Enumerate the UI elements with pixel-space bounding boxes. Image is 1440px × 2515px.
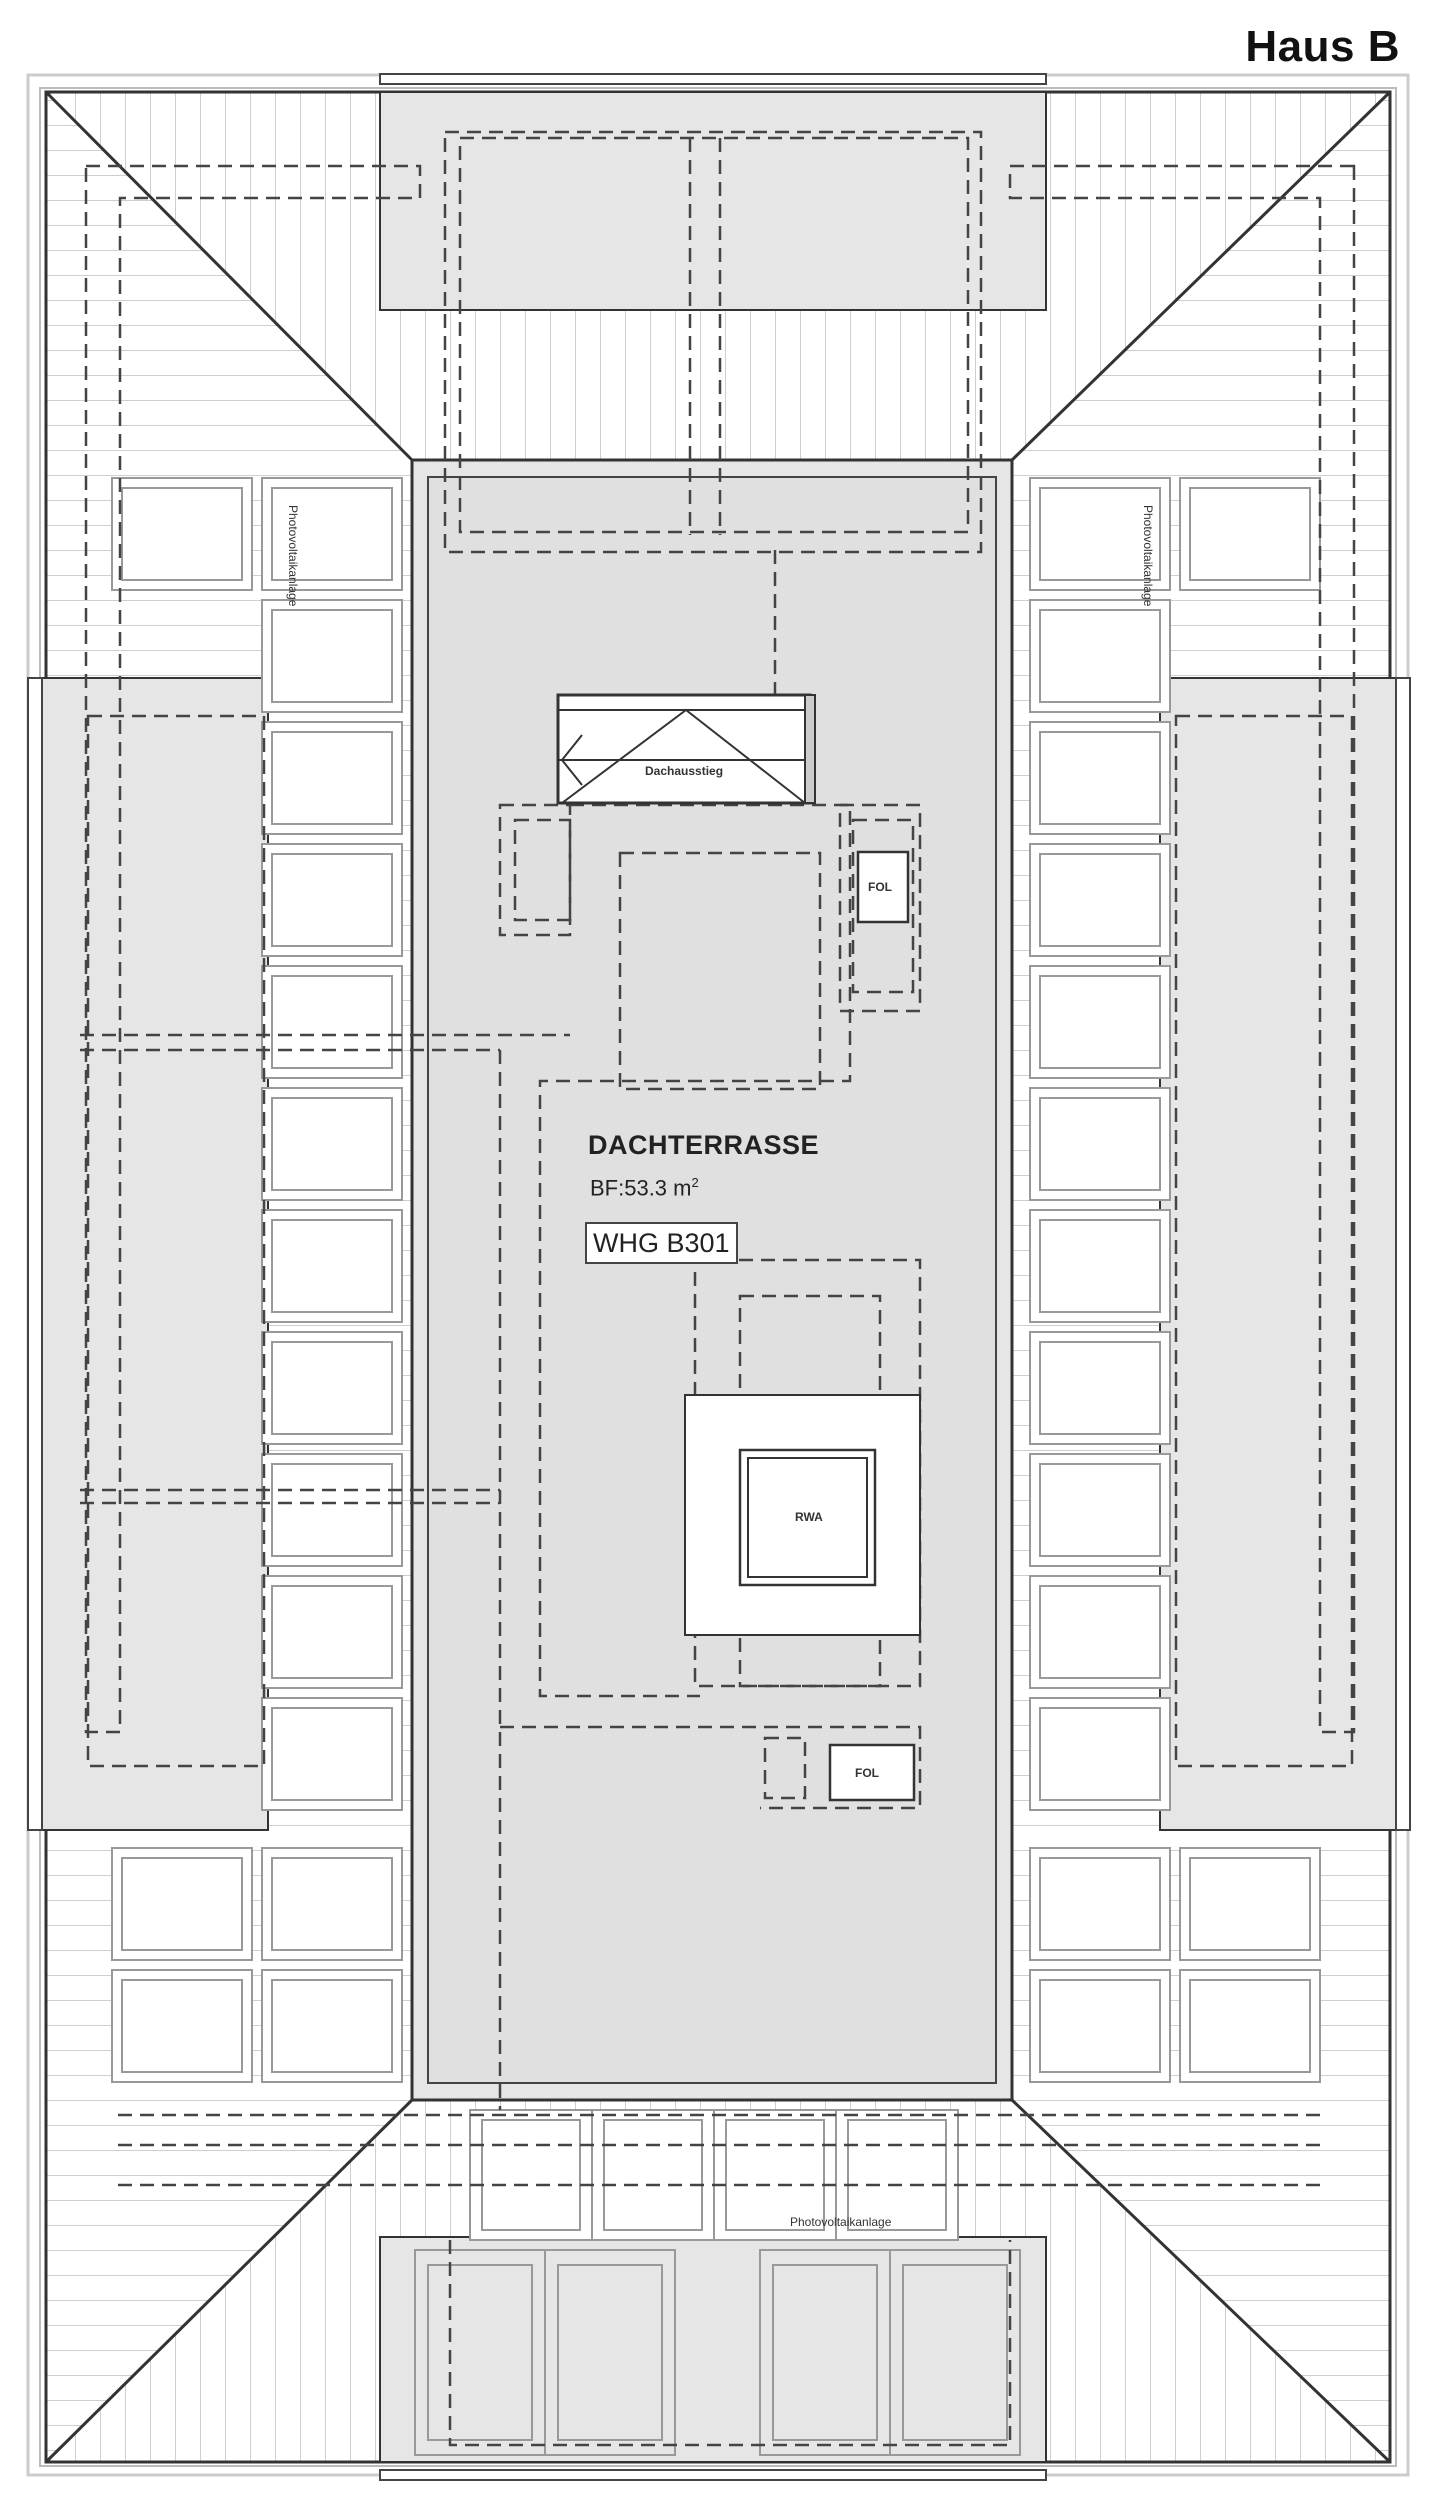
terrace-name: DACHTERRASSE [588,1130,820,1160]
terrace-area-unit-sup: 2 [691,1175,699,1190]
terrace-area-value: BF:53.3 m [590,1175,692,1201]
roof-hatch-label: Dachausstieg [645,764,724,778]
terrace-area: BF:53.3 m2 [590,1175,699,1201]
fol-top-label: FOL [868,880,892,894]
unit-id-label: WHG B301 [585,1222,738,1264]
building-title: Haus B [1245,22,1400,71]
pv-bottom-label: Photovoltaikanlage [790,2215,892,2229]
fol-bottom-label: FOL [855,1766,879,1780]
smoke-vent-label: RWA [795,1510,823,1524]
pv-left-label: Photovoltaikanlage [286,505,300,607]
pv-right-label: Photovoltaikanlage [1141,505,1155,607]
